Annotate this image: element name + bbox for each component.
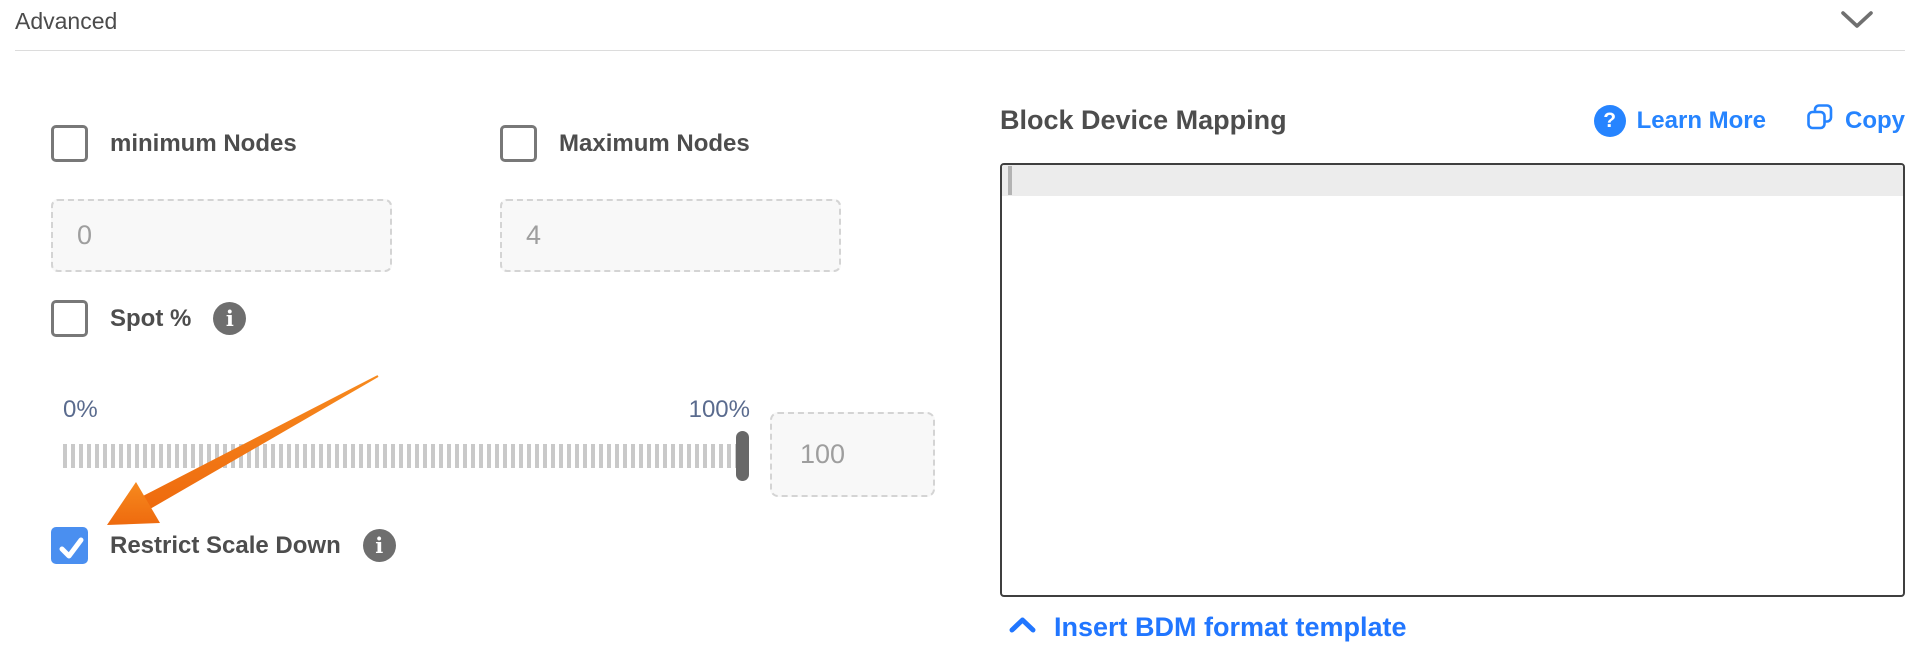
bdm-code-editor[interactable] — [1000, 163, 1905, 597]
restrict-scale-down-label: Restrict Scale Down — [110, 531, 341, 559]
insert-bdm-template-link[interactable]: Insert BDM format template — [1008, 612, 1407, 643]
editor-active-line — [1002, 165, 1903, 196]
spot-percentage-input[interactable] — [770, 412, 935, 497]
spot-pct-checkbox[interactable] — [51, 300, 88, 337]
max-nodes-group: Maximum Nodes — [500, 125, 750, 162]
max-nodes-input[interactable] — [500, 199, 841, 272]
copy-label: Copy — [1845, 106, 1905, 134]
insert-template-label: Insert BDM format template — [1054, 612, 1407, 642]
chevron-down-icon[interactable] — [1840, 10, 1874, 37]
question-circle-icon: ? — [1593, 104, 1626, 137]
section-title-advanced: Advanced — [15, 8, 118, 34]
max-nodes-checkbox[interactable] — [500, 125, 537, 162]
bdm-title: Block Device Mapping — [1000, 105, 1287, 135]
editor-caret — [1008, 166, 1012, 195]
info-icon[interactable]: i — [213, 302, 247, 335]
slider-handle[interactable] — [736, 431, 749, 481]
chevron-up-icon — [1008, 616, 1037, 640]
min-nodes-group: minimum Nodes — [51, 125, 297, 162]
min-nodes-input[interactable] — [51, 199, 392, 272]
spot-pct-label: Spot % — [110, 304, 192, 332]
section-divider — [15, 50, 1905, 51]
max-nodes-label: Maximum Nodes — [559, 129, 750, 157]
spot-percentage-slider-track[interactable] — [63, 444, 750, 468]
min-nodes-checkbox[interactable] — [51, 125, 88, 162]
learn-more-label: Learn More — [1636, 106, 1766, 134]
learn-more-link[interactable]: ? Learn More — [1593, 104, 1766, 137]
info-icon[interactable]: i — [362, 529, 396, 562]
restrict-scale-down-group: Restrict Scale Down i — [51, 527, 396, 564]
spot-pct-group: Spot % i — [51, 300, 247, 337]
slider-max-label: 100% — [688, 396, 750, 423]
slider-min-label: 0% — [63, 396, 98, 423]
bdm-header: Block Device Mapping ? Learn More Copy — [1000, 103, 1905, 138]
restrict-scale-down-checkbox[interactable] — [51, 527, 88, 564]
copy-icon — [1806, 103, 1834, 138]
min-nodes-label: minimum Nodes — [110, 129, 297, 157]
copy-button[interactable]: Copy — [1806, 103, 1905, 138]
